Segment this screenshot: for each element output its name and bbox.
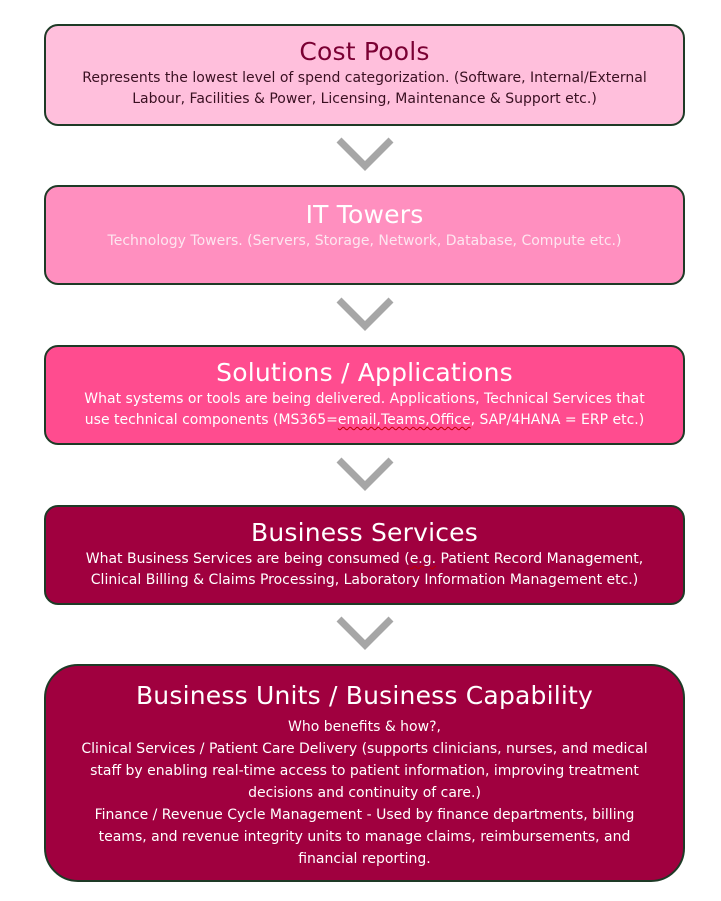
business-services-box: Business Services What Business Services… xyxy=(44,505,685,605)
business-services-line-1-post: Patient Record Management, xyxy=(436,551,644,567)
solutions-line-2-post: , SAP/4HANA = ERP etc.) xyxy=(470,412,645,428)
it-towers-box: IT Towers Technology Towers. (Servers, S… xyxy=(44,185,685,285)
business-units-box: Business Units / Business Capability Who… xyxy=(44,664,685,882)
business-units-line-2: Clinical Services / Patient Care Deliver… xyxy=(81,741,648,757)
business-units-line-7: financial reporting. xyxy=(298,851,431,867)
solutions-applications-box: Solutions / Applications What systems or… xyxy=(44,345,685,445)
it-towers-title: IT Towers xyxy=(305,200,424,229)
down-chevron-icon xyxy=(336,137,394,171)
cost-pools-line-2: Labour, Facilities & Power, Licensing, M… xyxy=(132,91,597,107)
business-units-description: Who benefits & how?, Clinical Services /… xyxy=(46,716,683,870)
business-units-title: Business Units / Business Capability xyxy=(135,681,594,710)
business-services-line-1-underlined: e.g. xyxy=(409,551,437,567)
solutions-applications-line-1: What systems or tools are being delivere… xyxy=(84,391,645,407)
business-units-line-1: Who benefits & how?, xyxy=(288,719,441,735)
business-units-line-6: teams, and revenue integrity units to ma… xyxy=(98,829,631,845)
down-chevron-icon xyxy=(336,457,394,491)
cost-pools-box: Cost Pools Represents the lowest level o… xyxy=(44,24,685,126)
business-services-description: What Business Services are being consume… xyxy=(46,549,683,591)
business-services-line-1: What Business Services are being consume… xyxy=(60,549,669,570)
down-chevron-icon xyxy=(336,297,394,331)
down-chevron-icon xyxy=(336,616,394,650)
it-towers-description: Technology Towers. (Servers, Storage, Ne… xyxy=(46,231,683,252)
business-services-line-1-pre: What Business Services are being consume… xyxy=(85,551,410,567)
solutions-line-2-pre: use technical components (MS365= xyxy=(84,412,338,428)
cost-pools-line-1: Represents the lowest level of spend cat… xyxy=(82,70,647,86)
solutions-applications-description: What systems or tools are being delivere… xyxy=(46,389,683,431)
cost-pools-description: Represents the lowest level of spend cat… xyxy=(46,68,683,110)
solutions-applications-title: Solutions / Applications xyxy=(216,358,513,387)
business-units-line-5: Finance / Revenue Cycle Management - Use… xyxy=(94,807,635,823)
it-towers-line-1: Technology Towers. (Servers, Storage, Ne… xyxy=(107,233,622,249)
business-units-line-3: staff by enabling real-time access to pa… xyxy=(90,763,639,779)
business-units-line-4: decisions and continuity of care.) xyxy=(248,785,481,801)
cost-pools-title: Cost Pools xyxy=(299,37,430,66)
business-services-line-2: Clinical Billing & Claims Processing, La… xyxy=(90,572,639,588)
solutions-line-2-underlined: email,Teams,Office xyxy=(337,412,471,428)
business-services-title: Business Services xyxy=(250,518,478,547)
solutions-applications-line-2: use technical components (MS365=email,Te… xyxy=(60,410,669,431)
